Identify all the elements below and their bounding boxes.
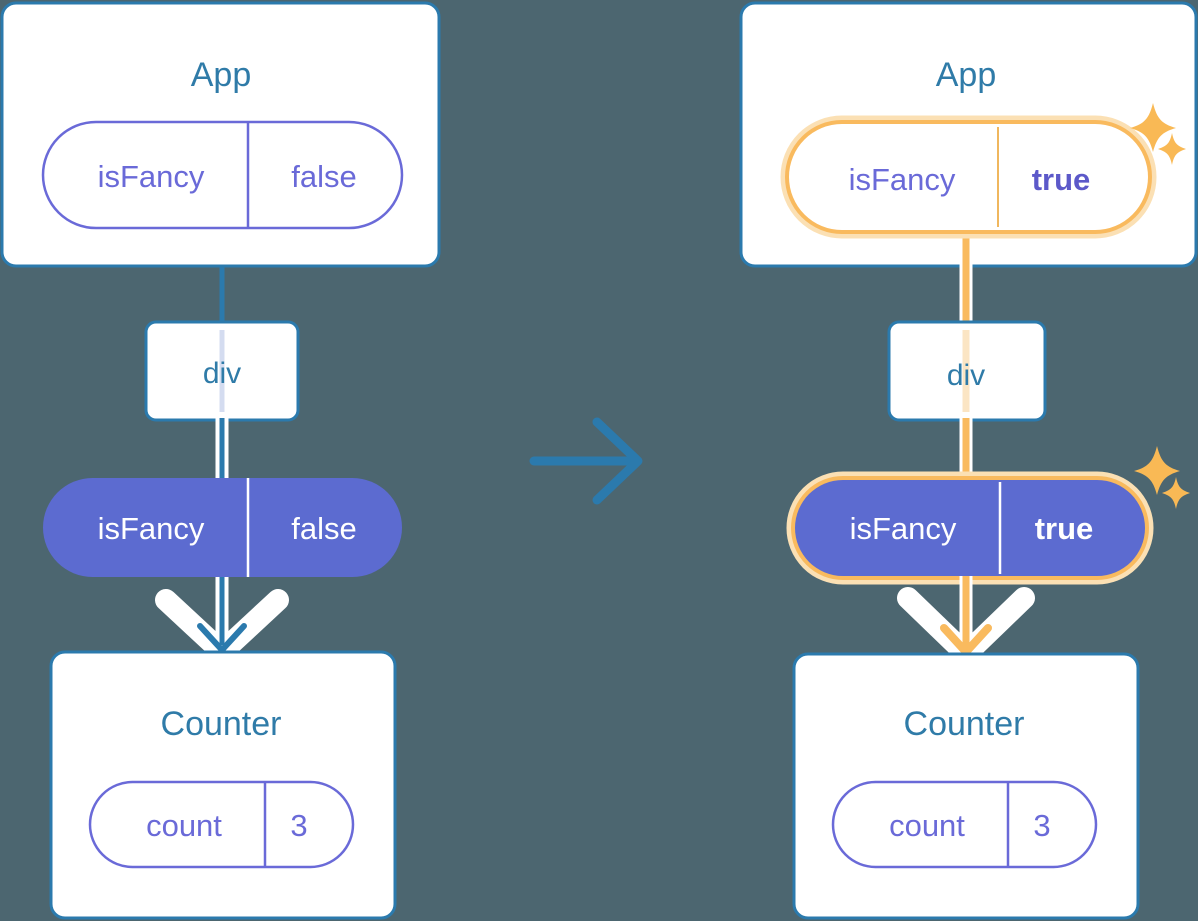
arrow-prop-to-counter-before [155,577,289,663]
app-state-pill-after [780,115,1157,239]
counter-state-pill-after [831,780,1098,869]
sparkle-large-prop-icon [1134,446,1180,495]
counter-state-pill-before [88,780,355,869]
arrow-prop-to-counter-after [897,576,1035,665]
panel-after [739,1,1198,920]
div-node-before [144,320,300,422]
panel-before [0,1,441,920]
prop-pill-before [43,478,402,577]
app-state-pill-before [41,120,404,230]
sparkle-small-prop-icon [1162,477,1190,509]
prop-pill-after [786,471,1154,585]
transition-arrow [529,417,643,505]
sparkle-large-app-icon [1130,103,1176,152]
div-node-after [887,320,1047,422]
sparkle-small-app-icon [1158,133,1186,165]
